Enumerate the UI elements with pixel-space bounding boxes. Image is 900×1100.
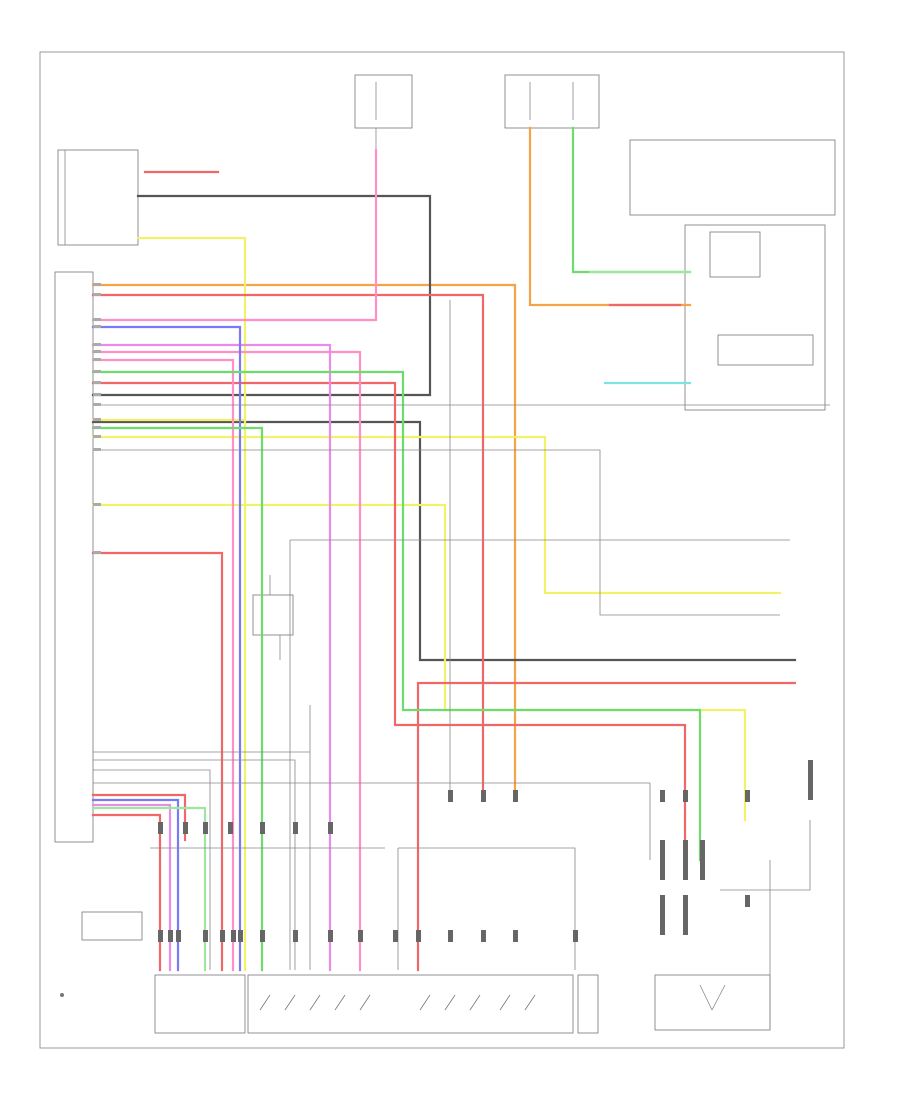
- wire-gray-13: [93, 759, 296, 970]
- diagram-frame: [39, 51, 845, 1049]
- wire-blue-1: [91, 325, 242, 972]
- wire-green-1: [571, 126, 692, 274]
- ground-box-bottom-left: [81, 911, 143, 941]
- wire-orange-1: [528, 126, 692, 307]
- wire-red-4: [416, 681, 797, 972]
- wire-red-5: [91, 793, 187, 842]
- wire-red-1: [91, 293, 485, 792]
- fuse-block-top-right: [504, 74, 600, 129]
- module-pin-markers: [93, 283, 101, 554]
- wire-green-3: [91, 426, 264, 972]
- connector-ticks: [158, 760, 813, 942]
- wire-red-3: [91, 551, 224, 972]
- wire-green-2: [91, 370, 702, 862]
- bottom-switch-symbols: [259, 994, 536, 1011]
- bottom-connector-row: [154, 974, 599, 1034]
- wire-gray-10: [720, 820, 811, 891]
- wire-red-6: [91, 813, 162, 972]
- assembly-bottom-right: [654, 974, 771, 1031]
- wire-yellow-2: [91, 435, 782, 595]
- wire-magenta-2: [91, 803, 172, 972]
- relay-box-top-right: [629, 139, 836, 411]
- fuse-block-top-center: [354, 74, 413, 150]
- sensor-box-mid: [252, 594, 294, 636]
- wire-pink-3: [91, 358, 235, 972]
- wire-orange-2: [91, 283, 517, 792]
- wire-pink-1: [91, 148, 378, 322]
- wire-yellow-1: [91, 236, 247, 422]
- wire-red-2: [91, 381, 687, 862]
- wire-pink-2: [91, 350, 362, 972]
- wire-gray-2: [93, 449, 780, 616]
- wire-gray-6: [398, 847, 576, 970]
- wire-black-2: [91, 420, 797, 662]
- wire-magenta-1: [91, 343, 332, 972]
- wire-gray-5: [93, 782, 651, 860]
- wire-green-4: [91, 806, 207, 972]
- wire-gray-12: [93, 769, 211, 970]
- wire-blue-2: [91, 798, 180, 972]
- wire-gray-14: [93, 705, 311, 970]
- control-module-left: [54, 149, 139, 843]
- ground-icon: [60, 993, 64, 997]
